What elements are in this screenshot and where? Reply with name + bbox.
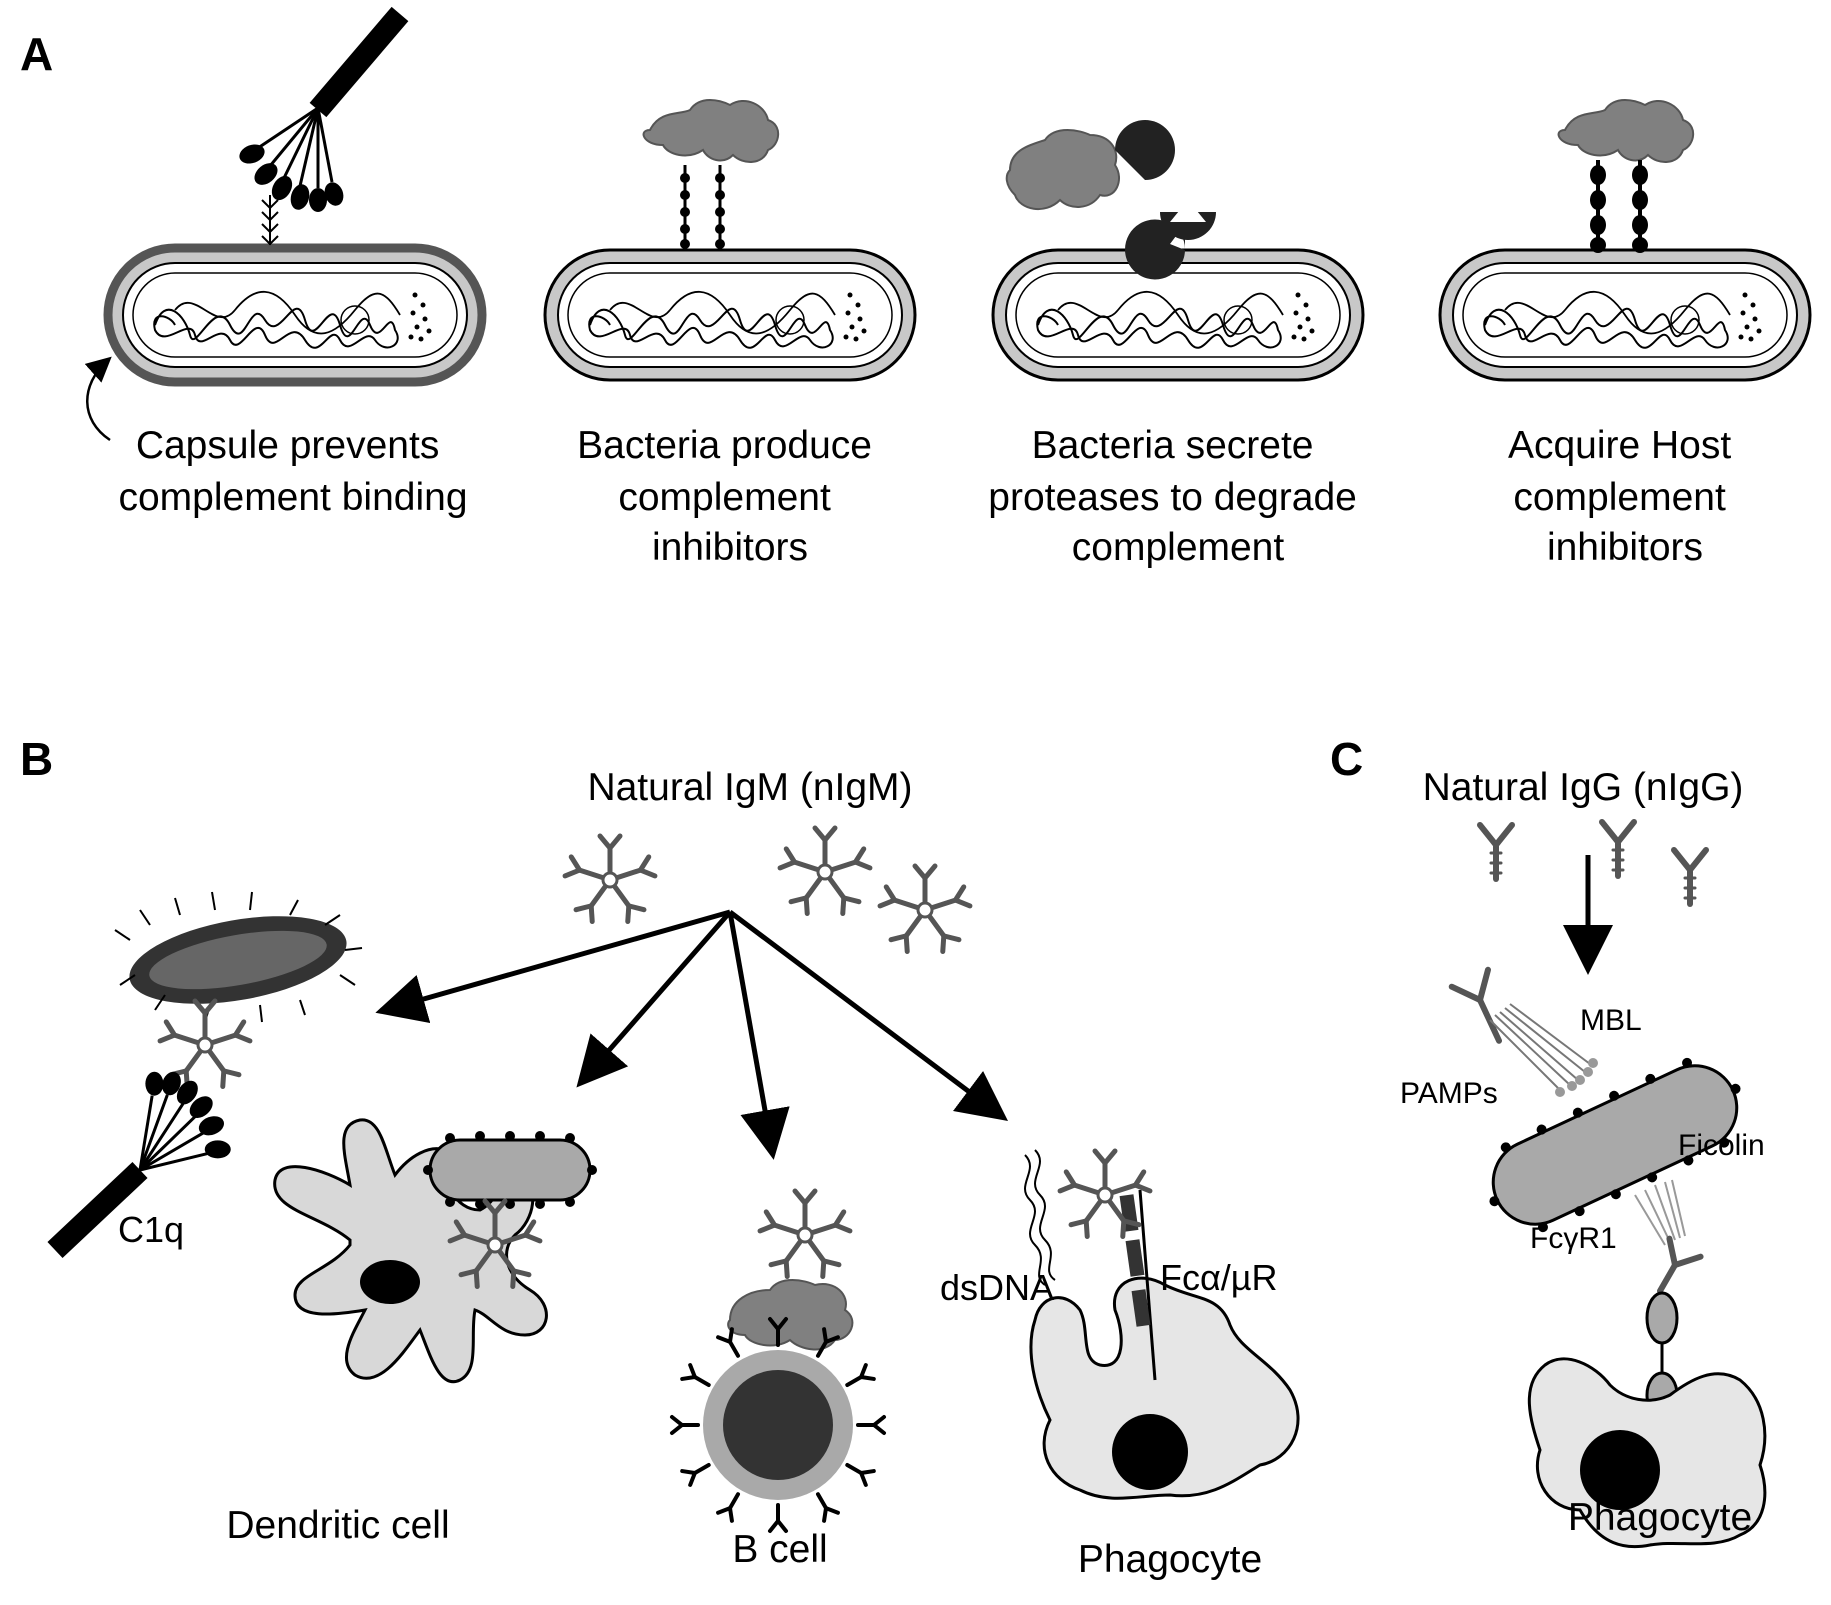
c1q-label: C1q [118,1209,184,1250]
b-dendritic-illustration [273,1118,597,1384]
a1-caption: Capsule prevents complement binding [118,424,467,519]
nigm-molecules [565,828,970,951]
a4-caption: Acquire Host complement inhibitors [1508,424,1742,569]
panel-b-letter: B [20,733,53,785]
capsule-pointer-arrow [84,356,112,442]
dendritic-cell-label: Dendritic cell [226,1504,449,1547]
protease-1 [1115,120,1175,180]
ficolin-label: Ficolin [1678,1129,1765,1162]
c-title: Natural IgG (nIgG) [1423,766,1744,809]
b-arrows [375,909,1008,1160]
a2-caption: Bacteria produce complement inhibitors [577,424,883,569]
panel-a-letter: A [20,28,53,80]
fcr-label: Fcα/µR [1160,1257,1278,1298]
b-cell-label: B cell [732,1528,827,1571]
dsdna-label: dsDNA [940,1267,1054,1308]
b-bcell-illustration [670,0,886,1533]
protease-2 [1125,219,1185,280]
pamps-label: PAMPs [1400,1077,1498,1110]
c-phagocyte-label: Phagocyte [1568,1496,1752,1539]
fcgr1-label: FcγR1 [1530,1222,1617,1255]
panel-c-letter: C [1330,733,1363,785]
b-title: Natural IgM (nIgM) [587,766,912,809]
a4-host-inhibitor-illustration [1438,99,1812,382]
b-c1q-illustration [47,891,363,1259]
c-phagocyte-illustration [1527,1357,1767,1549]
b-phagocyte-illustration [1024,1150,1300,1500]
a2-inhibitor-illustration [543,99,917,382]
a3-caption: Bacteria secrete proteases to degrade co… [988,424,1367,569]
mbl-label: MBL [1580,1004,1642,1037]
a3-protease-illustration [991,120,1365,382]
nigg-molecules [1480,822,1706,904]
b-phagocyte-label: Phagocyte [1078,1538,1262,1581]
a1-capsule-illustration [84,6,487,442]
